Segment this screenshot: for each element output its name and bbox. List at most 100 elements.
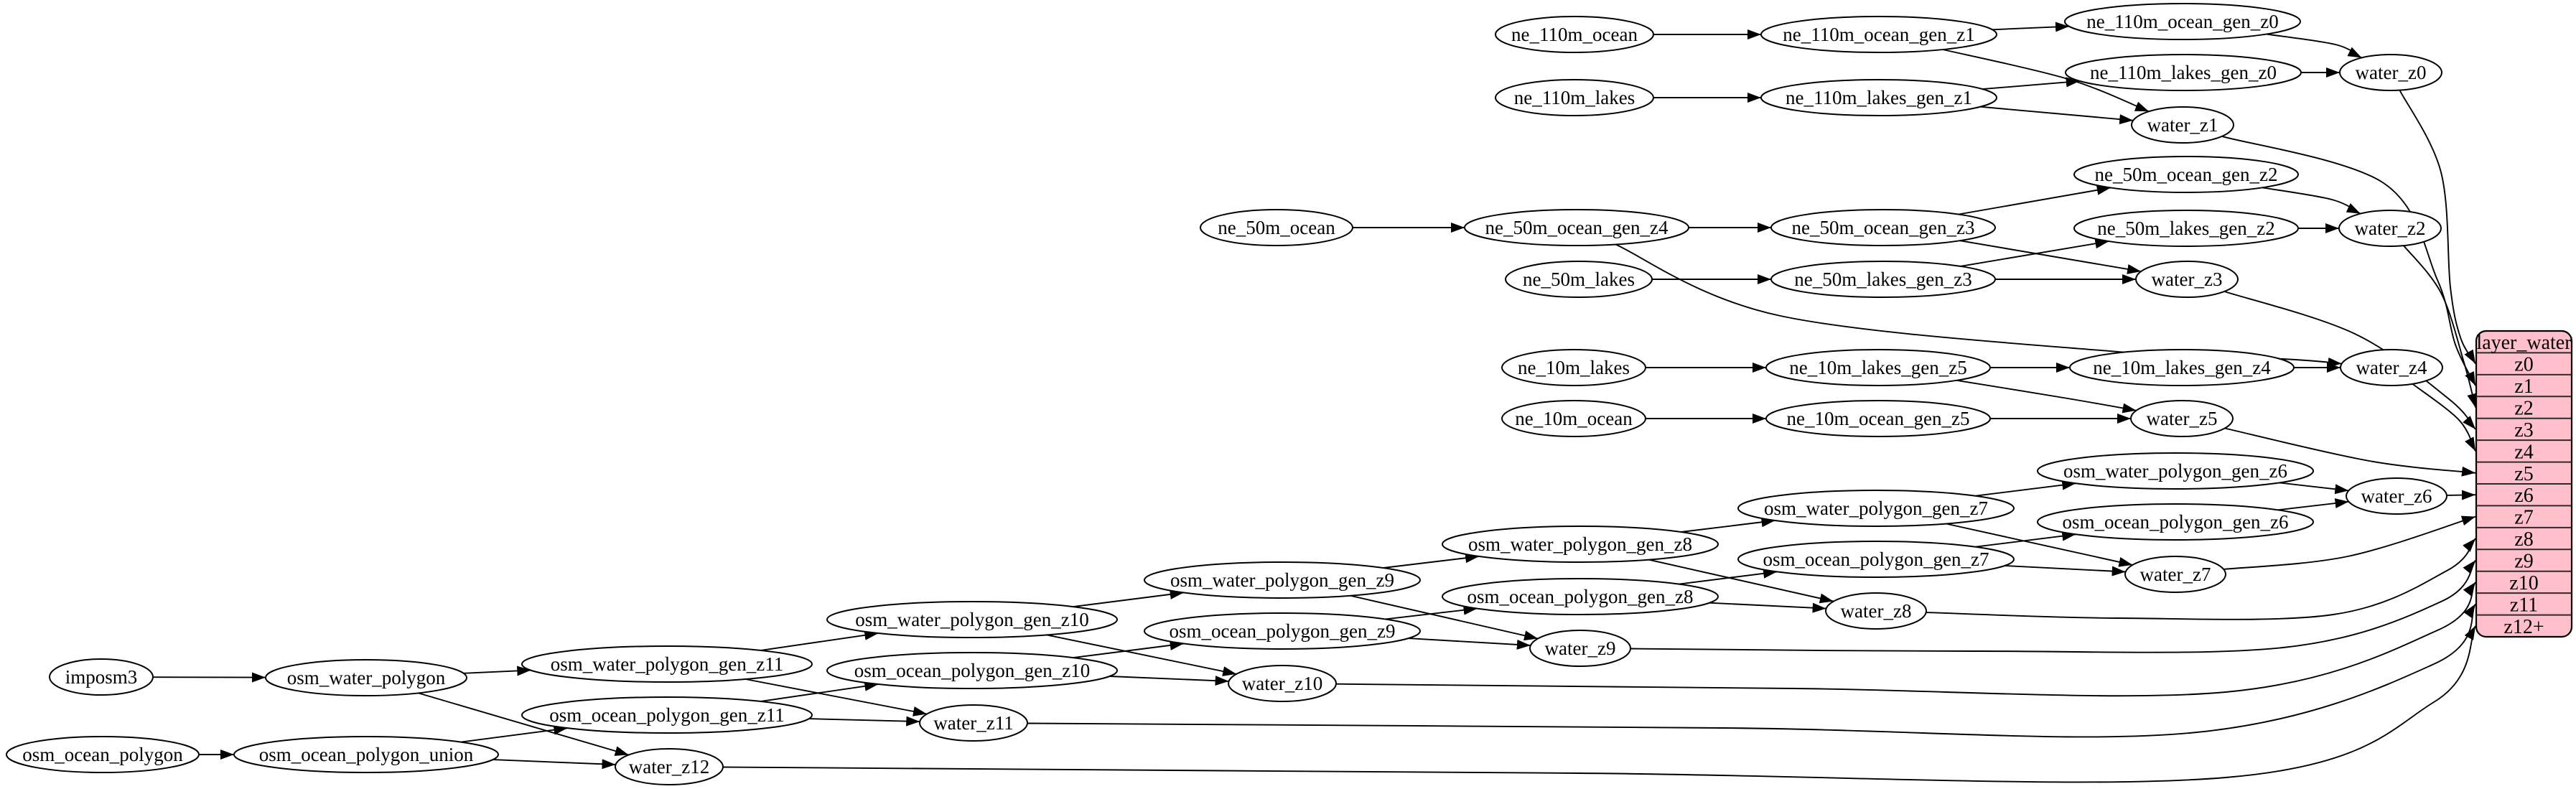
ne_10m_ocean-ellipse bbox=[1501, 400, 1646, 437]
water_z0-ellipse bbox=[2339, 54, 2442, 91]
node-label: ne_10m_lakes_gen_z4 bbox=[2093, 357, 2271, 378]
table-row-z2: z2 bbox=[2514, 398, 2533, 420]
layer-water-table: layer_waterz0z1z2z3z4z5z6z7z8z9z10z11z12… bbox=[2475, 330, 2573, 638]
edge-osm_water_polygon_gen_z7-to-water_z7 bbox=[1946, 523, 2133, 567]
edge-osm_water_polygon_gen_z9-to-water_z9 bbox=[1350, 594, 1539, 641]
ne_50m_lakes-ellipse bbox=[1505, 261, 1653, 298]
node-label: ne_50m_lakes_gen_z2 bbox=[2097, 218, 2274, 239]
node-osm_water_polygon: osm_water_polygon bbox=[265, 659, 467, 696]
node-imposm3: imposm3 bbox=[49, 658, 154, 696]
edge-osm_water_polygon_gen_z8-to-water_z8 bbox=[1648, 559, 1834, 604]
node-water_z0: water_z0 bbox=[2339, 54, 2442, 91]
osm_ocean_polygon_gen_z11-ellipse bbox=[521, 696, 813, 734]
node-label: ne_10m_lakes bbox=[1518, 357, 1630, 378]
edge-osm_water_polygon_gen_z11-to-osm_water_polygon_gen_z10 bbox=[760, 630, 879, 651]
node-osm_ocean_polygon_gen_z10: osm_ocean_polygon_gen_z10 bbox=[826, 652, 1118, 689]
edge-water_z5-to-row-z5 bbox=[2224, 427, 2476, 477]
water_z9-ellipse bbox=[1529, 630, 1631, 667]
edge-osm_ocean_polygon_gen_z9-to-water_z9 bbox=[1408, 638, 1531, 650]
water_z6-ellipse bbox=[2346, 477, 2447, 515]
node-water_z2: water_z2 bbox=[2338, 210, 2442, 247]
node-label: ne_50m_ocean_gen_z4 bbox=[1485, 217, 1669, 238]
node-label: osm_water_polygon_gen_z11 bbox=[551, 653, 783, 675]
node-label: osm_ocean_polygon_gen_z7 bbox=[1763, 548, 1989, 570]
node-label: water_z10 bbox=[1242, 673, 1322, 694]
table-row-z8: z8 bbox=[2514, 528, 2533, 551]
ne_10m_ocean_gen_z5-ellipse bbox=[1765, 400, 1991, 437]
edge-osm_water_polygon_gen_z8-to-osm_water_polygon_gen_z7 bbox=[1681, 517, 1775, 533]
node-label: osm_water_polygon_gen_z8 bbox=[1468, 533, 1692, 555]
table-header: layer_water bbox=[2476, 332, 2572, 354]
edge-water_z9-to-row-z9 bbox=[1630, 559, 2476, 653]
node-label: osm_water_polygon_gen_z10 bbox=[855, 609, 1088, 630]
node-ne_50m_lakes_gen_z2: ne_50m_lakes_gen_z2 bbox=[2073, 210, 2299, 247]
edge-osm_water_polygon_gen_z10-to-water_z10 bbox=[1046, 634, 1237, 676]
node-osm_water_polygon_gen_z10: osm_water_polygon_gen_z10 bbox=[826, 601, 1118, 638]
ne_110m_lakes-ellipse bbox=[1495, 79, 1654, 116]
node-water_z6: water_z6 bbox=[2346, 477, 2447, 515]
node-label: water_z1 bbox=[2147, 114, 2218, 136]
node-osm_ocean_polygon_gen_z7: osm_ocean_polygon_gen_z7 bbox=[1737, 541, 2015, 578]
table-row-z9: z9 bbox=[2514, 551, 2533, 573]
node-ne_50m_ocean_gen_z2: ne_50m_ocean_gen_z2 bbox=[2073, 156, 2299, 193]
edge-water_z10-to-row-z10 bbox=[1335, 582, 2476, 697]
node-water_z9: water_z9 bbox=[1529, 630, 1631, 667]
edge-osm_ocean_polygon_gen_z9-to-osm_ocean_polygon_gen_z8 bbox=[1385, 604, 1478, 620]
node-osm_water_polygon_gen_z9: osm_water_polygon_gen_z9 bbox=[1144, 561, 1421, 599]
ne_50m_ocean_gen_z4-ellipse bbox=[1464, 209, 1689, 246]
node-ne_50m_ocean_gen_z4: ne_50m_ocean_gen_z4 bbox=[1464, 209, 1689, 246]
node-label: water_z12 bbox=[629, 756, 709, 778]
node-osm_water_polygon_gen_z11: osm_water_polygon_gen_z11 bbox=[521, 645, 813, 683]
table-row-z3: z3 bbox=[2514, 419, 2533, 442]
node-ne_110m_ocean_gen_z0: ne_110m_ocean_gen_z0 bbox=[2064, 3, 2301, 40]
water_z2-ellipse bbox=[2338, 210, 2442, 247]
table-row-z6: z6 bbox=[2514, 485, 2533, 507]
node-label: osm_ocean_polygon bbox=[22, 744, 183, 765]
table-row-z10: z10 bbox=[2509, 572, 2538, 594]
edge-ne_50m_ocean_gen_z2-to-water_z2 bbox=[2262, 187, 2361, 215]
ne_10m_lakes_gen_z4-ellipse bbox=[2069, 349, 2295, 386]
node-water_z10: water_z10 bbox=[1228, 665, 1337, 702]
node-label: ne_10m_ocean_gen_z5 bbox=[1787, 408, 1970, 429]
edge-osm_ocean_polygon_gen_z10-to-water_z10 bbox=[1109, 676, 1229, 686]
node-osm_ocean_polygon_gen_z11: osm_ocean_polygon_gen_z11 bbox=[521, 696, 813, 734]
osm_water_polygon_gen_z8-ellipse bbox=[1442, 526, 1719, 563]
node-osm_ocean_polygon_gen_z8: osm_ocean_polygon_gen_z8 bbox=[1442, 578, 1719, 615]
node-label: ne_10m_lakes_gen_z5 bbox=[1789, 357, 1966, 378]
edge-osm_ocean_polygon_gen_z8-to-osm_ocean_polygon_gen_z7 bbox=[1679, 568, 1778, 585]
node-label: water_z0 bbox=[2356, 62, 2427, 83]
node-label: osm_ocean_polygon_gen_z6 bbox=[2063, 511, 2289, 533]
osm_ocean_polygon_gen_z6-ellipse bbox=[2037, 503, 2314, 541]
edge-water_z7-to-row-z7 bbox=[2223, 515, 2476, 570]
edge-osm_water_polygon-to-osm_water_polygon_gen_z11 bbox=[463, 666, 531, 676]
node-label: water_z5 bbox=[2147, 408, 2218, 429]
osm_water_polygon_gen_z11-ellipse bbox=[521, 645, 813, 683]
edge-ne_110m_ocean_gen_z1-to-ne_110m_ocean_gen_z0 bbox=[1992, 22, 2070, 32]
water_z12-ellipse bbox=[615, 748, 724, 785]
table-row-z5: z5 bbox=[2514, 463, 2533, 485]
edge-ne_10m_lakes_gen_z5-to-water_z5 bbox=[1956, 379, 2137, 414]
node-label: imposm3 bbox=[65, 666, 138, 688]
edge-osm_ocean_polygon_union-to-osm_ocean_polygon_gen_z11 bbox=[461, 724, 568, 743]
osm_water_polygon_gen_z9-ellipse bbox=[1144, 561, 1421, 599]
node-water_z1: water_z1 bbox=[2131, 106, 2234, 144]
ne_110m_lakes_gen_z0-ellipse bbox=[2065, 54, 2302, 91]
ne_10m_lakes_gen_z5-ellipse bbox=[1765, 349, 1991, 386]
node-water_z12: water_z12 bbox=[615, 748, 724, 785]
node-label: ne_50m_lakes bbox=[1523, 269, 1635, 290]
node-ne_10m_ocean_gen_z5: ne_10m_ocean_gen_z5 bbox=[1765, 400, 1991, 437]
ne_50m_ocean_gen_z3-ellipse bbox=[1770, 209, 1996, 246]
table-row-z0: z0 bbox=[2514, 354, 2533, 376]
node-osm_ocean_polygon_union: osm_ocean_polygon_union bbox=[233, 736, 499, 773]
osm_ocean_polygon-ellipse bbox=[6, 736, 200, 773]
edge-osm_ocean_polygon_gen_z7-to-water_z7 bbox=[2005, 565, 2126, 576]
water_z4-ellipse bbox=[2340, 349, 2443, 386]
node-label: osm_water_polygon bbox=[287, 667, 446, 688]
node-osm_ocean_polygon: osm_ocean_polygon bbox=[6, 736, 200, 773]
node-label: water_z3 bbox=[2152, 269, 2223, 290]
node-osm_water_polygon_gen_z7: osm_water_polygon_gen_z7 bbox=[1737, 490, 2015, 527]
node-ne_50m_lakes_gen_z3: ne_50m_lakes_gen_z3 bbox=[1770, 261, 1996, 298]
node-label: osm_water_polygon_gen_z6 bbox=[2063, 460, 2287, 482]
node-ne_50m_lakes: ne_50m_lakes bbox=[1505, 261, 1653, 298]
